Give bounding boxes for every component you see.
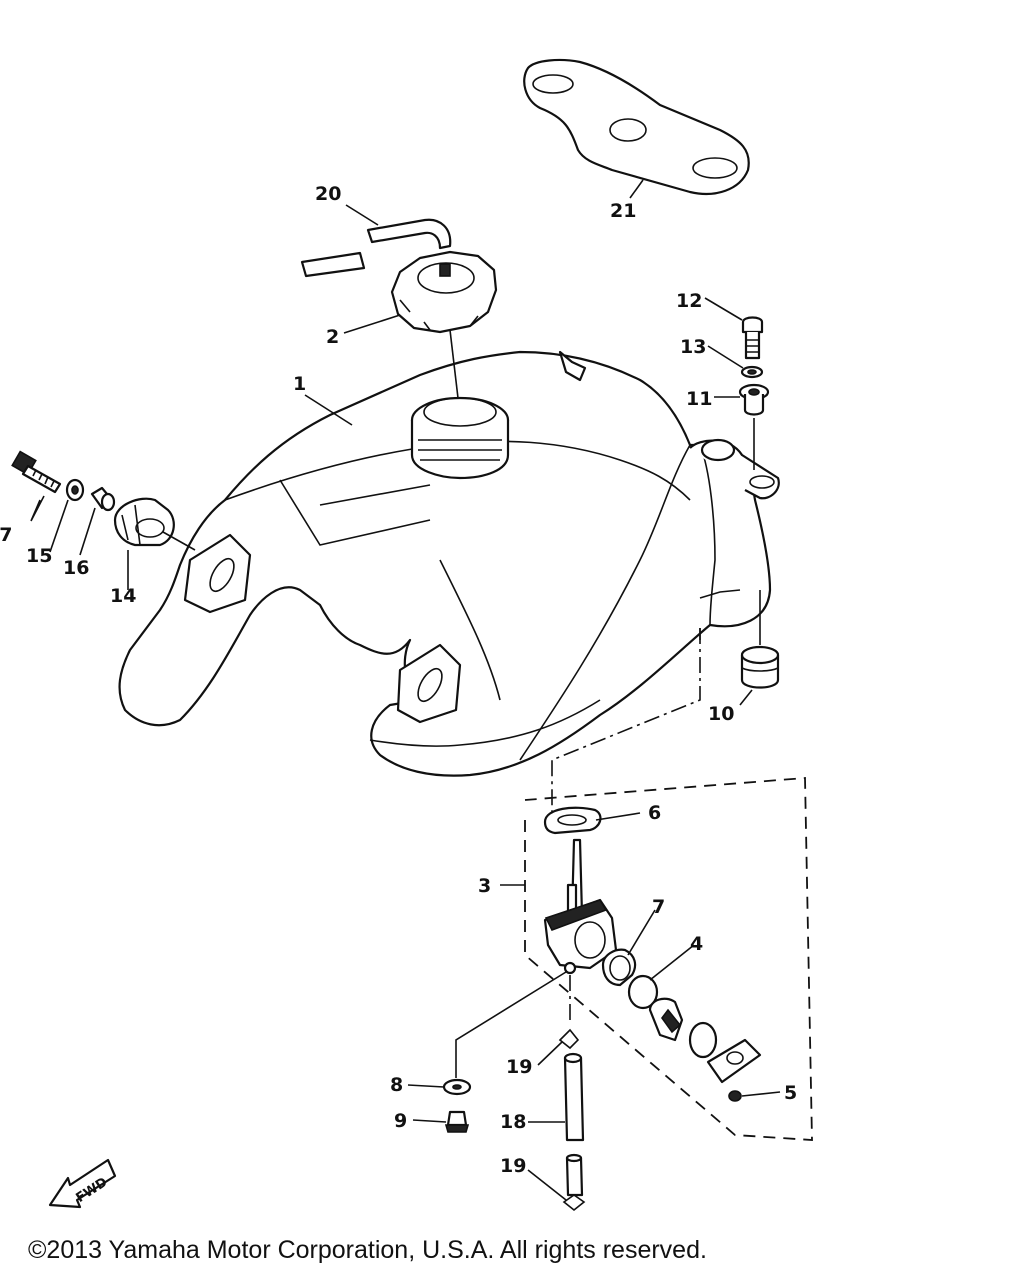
part-12-bolt [741,316,764,360]
part-3-fuel-cock-assembly-outline [524,777,813,1141]
part-6-gasket [543,806,602,835]
part-9-screw [444,1110,470,1133]
callout-12: 12 [676,290,702,312]
part-4-o-ring [627,974,659,1010]
callout-14: 14 [110,585,136,607]
part-18-hose [563,1052,585,1197]
part-10-grommet [740,645,780,689]
callout-1: 1 [293,373,306,395]
copyright-notice: ©2013 Yamaha Motor Corporation, U.S.A. A… [28,1236,707,1264]
callout-11: 11 [686,388,712,410]
callout-3: 3 [478,875,491,897]
part-13-washer [740,365,764,379]
part-19-clip-upper [558,1028,580,1050]
callout-21: 21 [610,200,636,222]
fuel-cock-plate [706,1038,762,1084]
part-21-cover-plate [523,58,750,196]
callout-6: 6 [648,802,661,824]
callout-16: 16 [63,557,89,579]
part-2-fuel-cap [390,250,498,334]
callout-13: 13 [680,336,706,358]
part-16-collar [90,486,116,512]
callout-numbers: 20 21 2 1 12 13 11 17 15 16 14 10 6 3 7 … [0,183,797,1177]
part-1-fuel-tank [118,350,780,777]
callout-18: 18 [500,1111,526,1133]
callout-15: 15 [26,545,52,567]
callout-19-upper: 19 [506,1056,532,1078]
callout-8: 8 [390,1074,403,1096]
leader-lines [30,179,781,1201]
fuel-cock-lever [648,997,684,1042]
part-19-clip-lower [562,1194,586,1212]
fuel-cock-o-ring [688,1021,718,1059]
part-8-washer [442,1078,472,1096]
callout-7: 7 [652,896,665,918]
callout-4: 4 [690,933,703,955]
callout-9: 9 [394,1110,407,1132]
callout-2: 2 [326,326,339,348]
assembly-lines [162,329,761,1078]
callout-19-lower: 19 [500,1155,526,1177]
part-17-bolt [11,450,62,494]
callout-17: 17 [0,524,12,546]
callout-5: 5 [784,1082,797,1104]
part-11-collar [738,383,770,416]
part-15-washer [65,478,85,502]
callout-20: 20 [315,183,341,205]
fwd-arrow-icon: FWD [48,1158,117,1209]
fuel-cock-body [543,838,618,975]
part-5-screw [728,1090,742,1102]
part-7-cup [601,948,637,987]
part-20-breather-hose [300,218,452,278]
callout-10: 10 [708,703,734,725]
part-14-grommet [113,497,175,547]
